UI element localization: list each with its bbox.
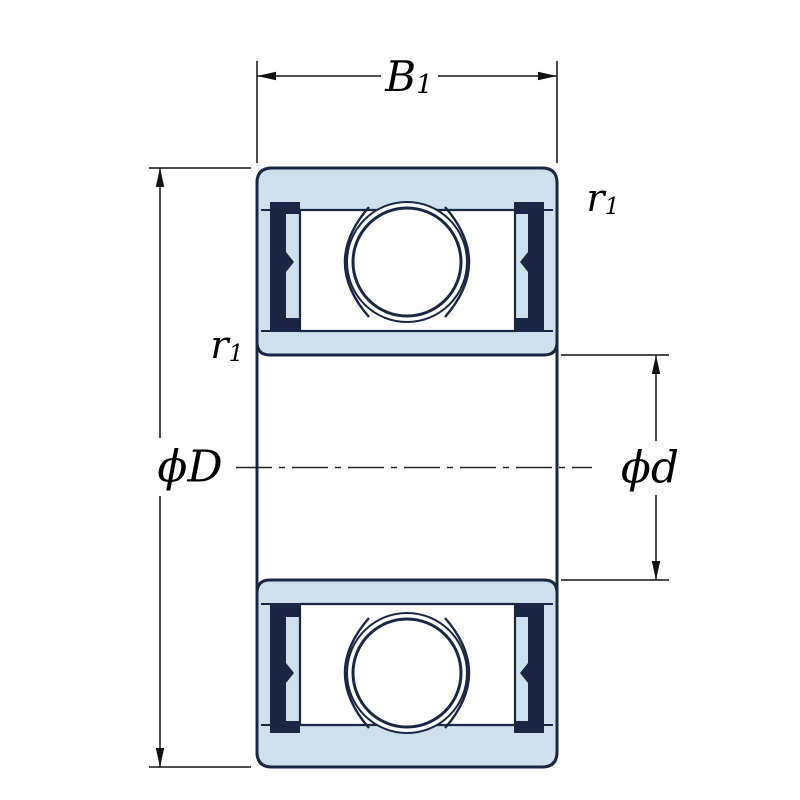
dimensions: [149, 61, 669, 768]
label-phid: ϕd: [621, 443, 679, 494]
label-r1-top-right: r1: [586, 176, 619, 220]
top-half-section: [255, 166, 559, 357]
phiD-arrow-bottom: [155, 748, 165, 767]
b1-arrow-left: [257, 71, 276, 81]
label-b1: B1: [384, 52, 432, 101]
label-phiD: ϕD: [157, 442, 222, 493]
b1-arrow-right: [538, 71, 557, 81]
phiD-arrow-top: [155, 168, 165, 187]
phid-arrow-top: [651, 355, 661, 374]
bottom-half-section: [255, 578, 559, 769]
label-r1-left: r1: [210, 323, 243, 367]
phid-arrow-bottom: [651, 561, 661, 580]
